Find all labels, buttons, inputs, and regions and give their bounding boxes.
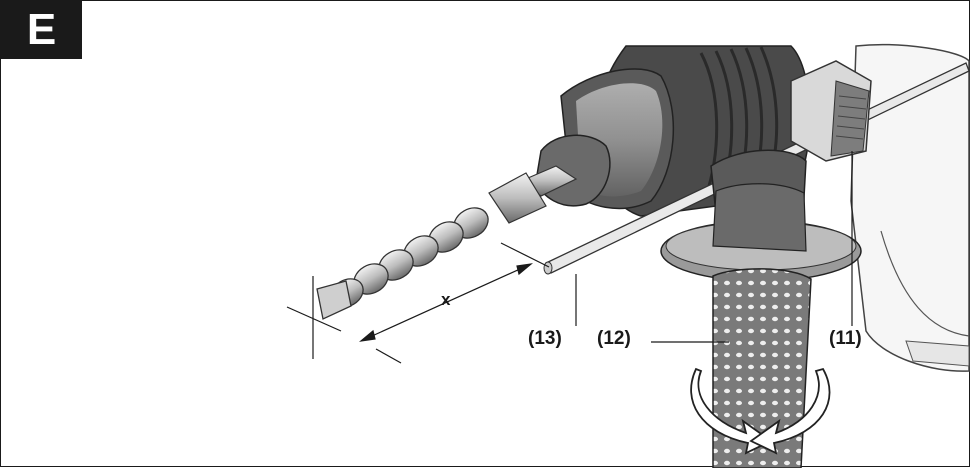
drilling-depth-label: x <box>441 290 451 309</box>
wing-bolt-label: (11) <box>829 328 862 349</box>
figure-badge: E <box>1 1 82 59</box>
auxiliary-handle-grip <box>712 268 812 468</box>
rotation-arrows <box>690 367 831 455</box>
drill-bit <box>316 165 578 320</box>
auxiliary-handle-label: (12) <box>597 328 631 349</box>
drill-housing <box>850 43 970 372</box>
depth-stop-label: (13) <box>528 328 562 349</box>
drilling-depth-dimension <box>286 242 550 364</box>
leader-lines <box>575 151 853 343</box>
auxiliary-handle-arm <box>660 149 862 282</box>
clamp-bolt <box>790 60 872 162</box>
